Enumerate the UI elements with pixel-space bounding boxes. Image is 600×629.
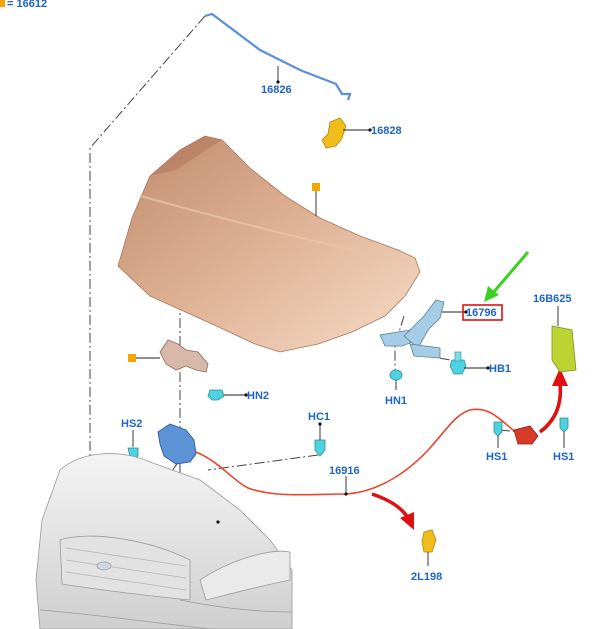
guide-line-hs1 bbox=[499, 429, 521, 433]
hood-marker bbox=[312, 183, 320, 191]
flow-arrow-head-16B625 bbox=[552, 368, 568, 386]
vehicle-front bbox=[35, 453, 293, 629]
insulator-pad bbox=[551, 325, 577, 373]
pointer-arrow-shaft bbox=[490, 251, 530, 295]
label-16826: 16826 bbox=[261, 84, 292, 96]
guide-line-hc1 bbox=[207, 454, 319, 471]
legend-label: = 16612 bbox=[7, 0, 47, 10]
screw-hs1-right bbox=[559, 417, 569, 433]
label-HB1: HB1 bbox=[489, 363, 511, 375]
nut-hn2 bbox=[207, 389, 225, 401]
release-cable bbox=[195, 408, 519, 496]
label-16B625: 16B625 bbox=[533, 293, 572, 305]
hinge-bolt bbox=[449, 351, 467, 375]
release-handle bbox=[513, 425, 539, 445]
label-HS1-left: HS1 bbox=[486, 451, 507, 463]
label-HN2: HN2 bbox=[247, 390, 269, 402]
pointer-arrow-head bbox=[484, 286, 499, 302]
label-16916: 16916 bbox=[329, 465, 360, 477]
label-16796: 16796 bbox=[466, 307, 497, 319]
hood-latch bbox=[157, 423, 197, 465]
label-HC1: HC1 bbox=[308, 411, 330, 423]
hinge-nut-hn1 bbox=[389, 369, 403, 381]
label-HN1: HN1 bbox=[385, 395, 407, 407]
guide-line-left bbox=[89, 15, 206, 470]
clip-hc1 bbox=[314, 439, 326, 457]
hood-crease bbox=[139, 195, 411, 263]
hood-edge-highlight bbox=[150, 136, 222, 176]
prop-rod bbox=[204, 12, 352, 101]
latch-support-bracket bbox=[159, 339, 209, 373]
flow-arrow-to-2L198 bbox=[371, 492, 410, 519]
label-HS2: HS2 bbox=[121, 418, 142, 430]
clip-2L198 bbox=[421, 529, 437, 553]
label-16828: 16828 bbox=[371, 125, 402, 137]
flow-arrow-to-16B625 bbox=[538, 383, 563, 434]
flow-arrow-head-2L198 bbox=[400, 512, 414, 530]
label-2L198: 2L198 bbox=[411, 571, 442, 583]
hood-hinge bbox=[379, 299, 445, 359]
label-HS1-right: HS1 bbox=[553, 451, 574, 463]
highlight-box-16796 bbox=[462, 304, 503, 321]
prop-rod-clip bbox=[321, 117, 347, 149]
bracket-marker bbox=[128, 354, 136, 362]
screw-hs1-left bbox=[493, 421, 503, 437]
legend-marker bbox=[0, 0, 5, 7]
